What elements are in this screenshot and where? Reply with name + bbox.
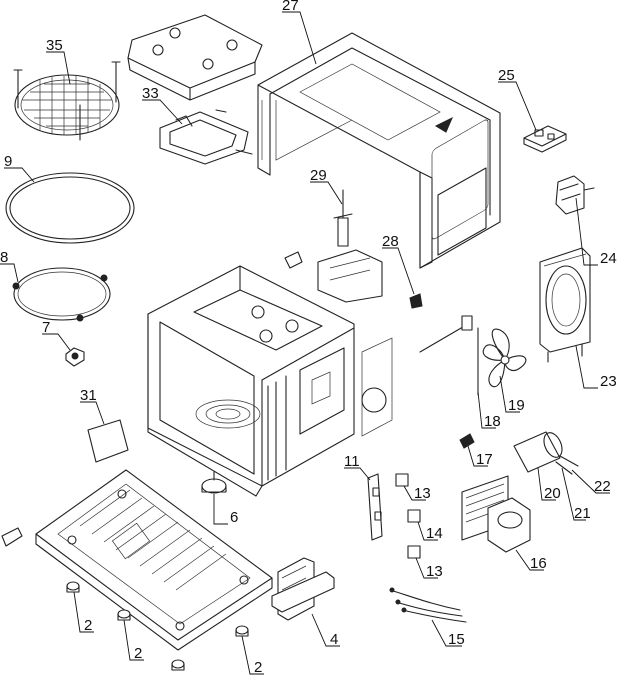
part-number-label: 28: [382, 233, 399, 250]
magnetron-drawing: [461, 475, 531, 553]
grill-rack-drawing: [13, 61, 121, 141]
part-number-label: 15: [448, 631, 465, 648]
part-number-label: 4: [330, 631, 338, 648]
leader-lines: [0, 11, 610, 675]
base-plate-drawing: [1, 469, 273, 651]
part-number-label: 2: [134, 645, 142, 662]
part-number-label: 20: [544, 485, 561, 502]
lamp-holder-drawing: [555, 175, 595, 215]
part-number-label: 31: [80, 387, 97, 404]
interlock-switch-bracket-drawing: [367, 473, 383, 541]
part-number-label: 8: [0, 249, 8, 266]
part-number-label: 35: [46, 37, 63, 54]
part-number-label: 25: [498, 67, 515, 84]
capacitor-drawing: [513, 431, 579, 475]
part-number-label: 9: [4, 153, 12, 170]
grill-heater-drawing: [159, 109, 253, 165]
fan-motor-shaft-drawing: [333, 189, 353, 247]
turntable-motor-drawing: [201, 471, 227, 494]
fuse-holder-drawing: [459, 433, 475, 449]
part-number-label: 23: [600, 373, 617, 390]
part-number-label: 11: [344, 453, 360, 470]
oven-cavity-drawing: [147, 265, 393, 497]
roller-ring-drawing: [12, 267, 111, 322]
fan-bracket-drawing: [539, 247, 591, 363]
control-board-drawing: [523, 125, 567, 153]
part-number-label: 21: [574, 505, 591, 522]
top-plate-drawing: [127, 14, 263, 101]
part-number-label: 29: [310, 167, 327, 184]
part-number-label: 19: [508, 397, 525, 414]
part-number-label: 13: [426, 563, 443, 580]
glass-tray-drawing: [5, 172, 135, 244]
part-number-label: 2: [84, 617, 92, 634]
part-number-label: 27: [282, 0, 299, 14]
part-number-label: 6: [230, 509, 238, 526]
transformer-drawing: [271, 557, 335, 621]
part-number-label: 2: [254, 659, 262, 676]
part-number-label: 17: [476, 451, 493, 468]
part-number-label: 24: [600, 250, 617, 267]
part-number-label: 18: [484, 413, 501, 430]
part-number-label: 13: [414, 485, 431, 502]
damper-foot-drawing: [409, 293, 423, 309]
waveguide-cover-drawing: [87, 419, 129, 463]
micro-switch-drawing: [395, 473, 421, 559]
coupler-drawing: [65, 347, 85, 367]
part-number-label: 22: [594, 478, 611, 495]
part-number-label: 16: [530, 555, 547, 572]
motor-bracket-drawing: [284, 249, 383, 303]
wire-harness-drawing: [389, 587, 467, 623]
part-number-label: 14: [426, 525, 443, 542]
fan-blade-drawing: [482, 328, 527, 388]
thermostat-probe-drawing: [419, 315, 479, 396]
part-number-label: 7: [42, 319, 50, 336]
cabinet-cover-drawing: [257, 32, 501, 269]
part-number-label: 33: [142, 85, 159, 102]
